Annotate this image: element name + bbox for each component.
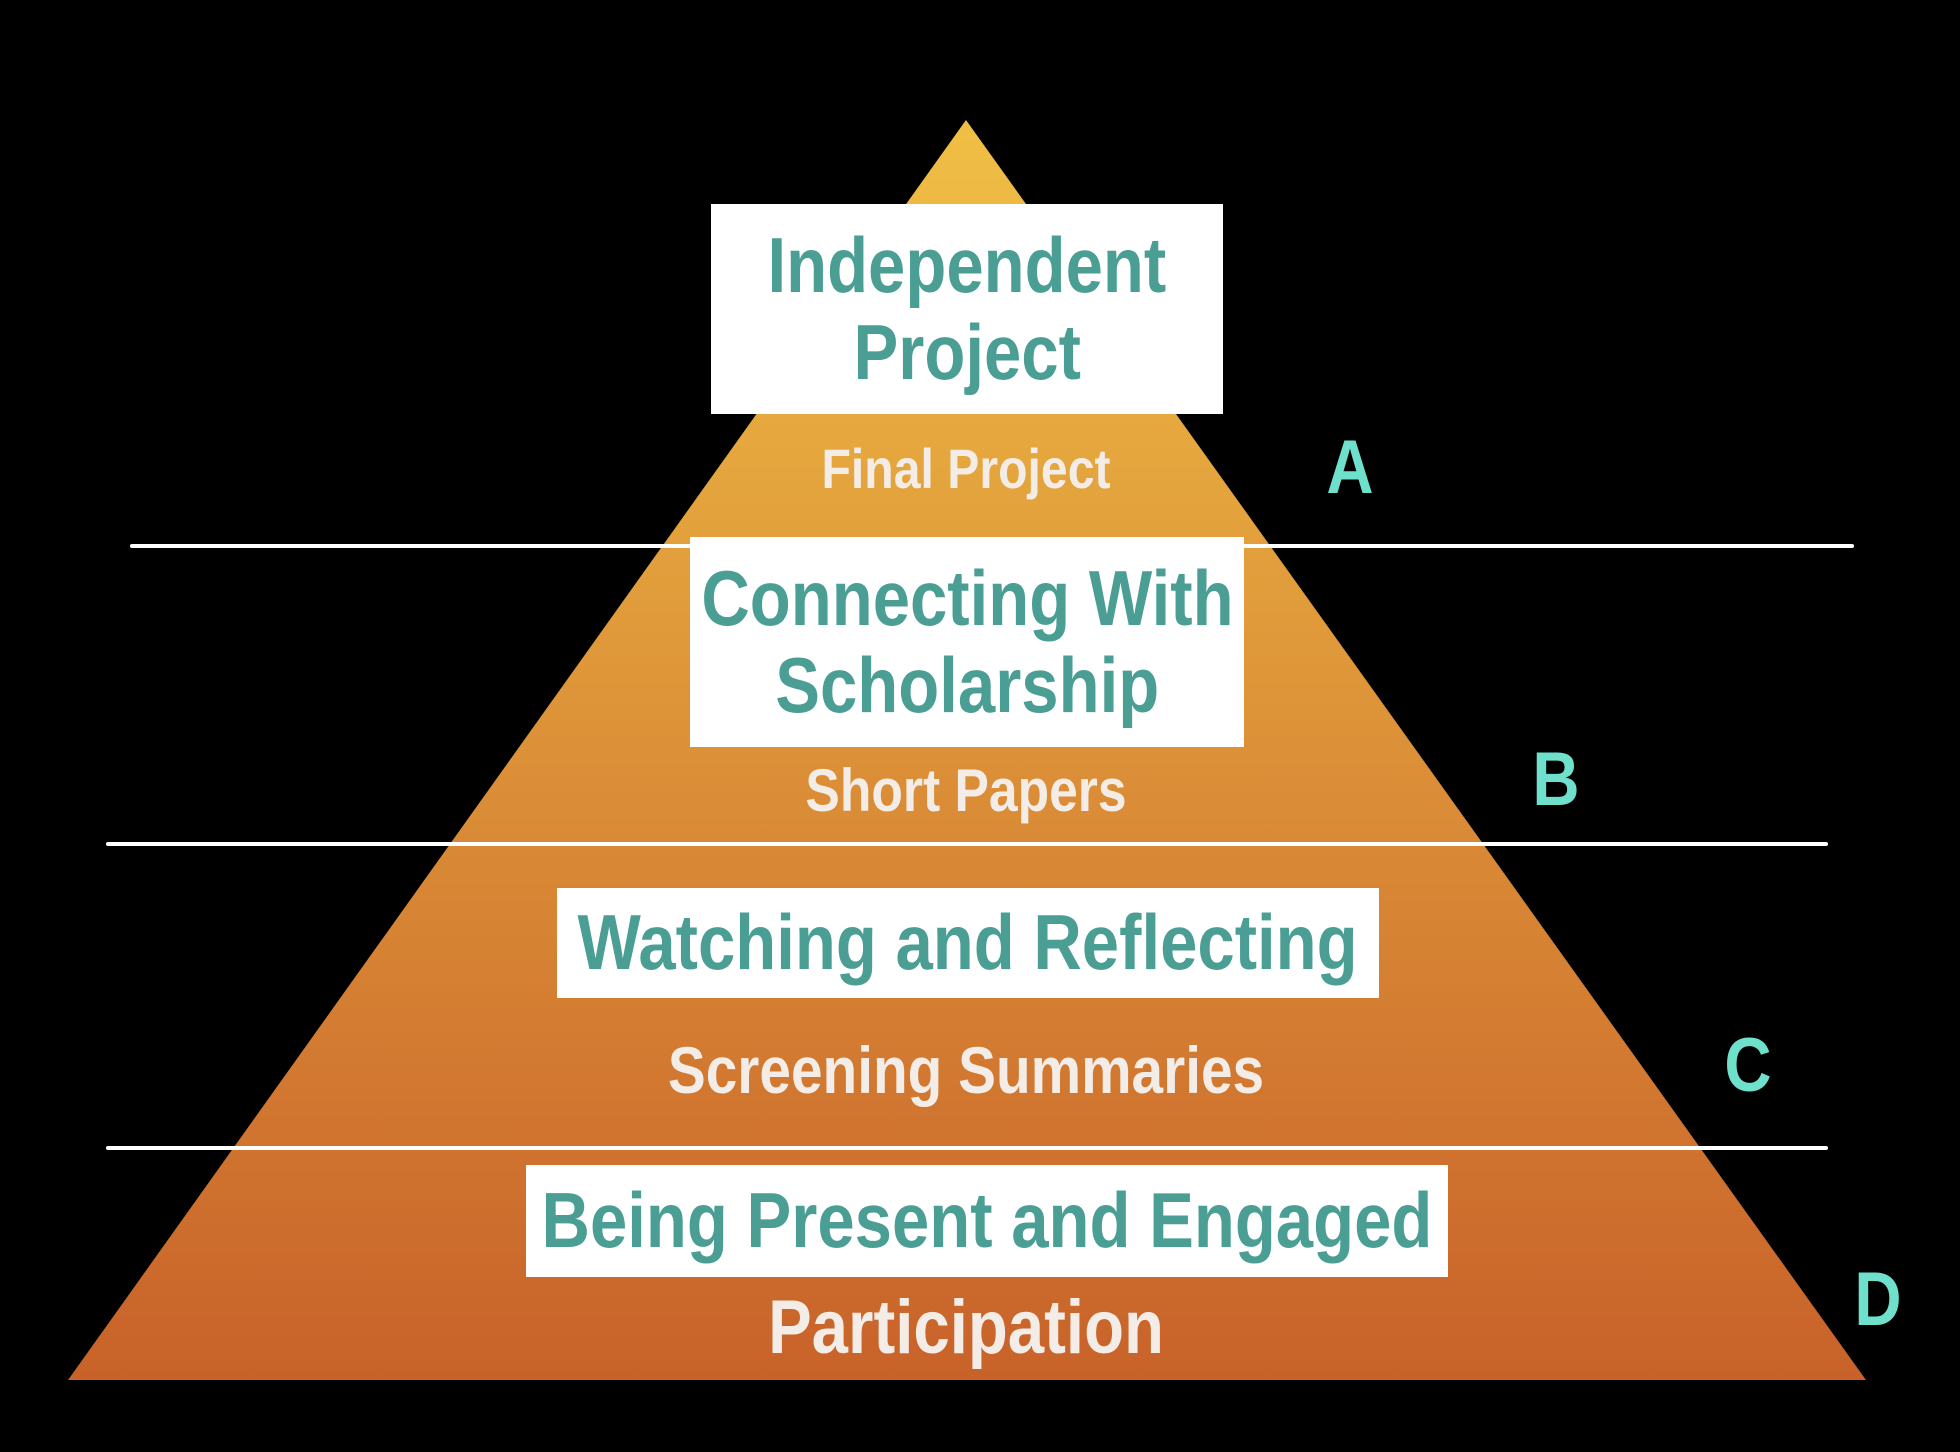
tier-a-subtitle: Final Project	[798, 436, 1134, 501]
grade-a-label: A	[1323, 424, 1378, 511]
grade-a-text: A	[1326, 425, 1374, 510]
grade-d-label: D	[1851, 1256, 1906, 1343]
tier-c-title-box: Watching and Reflecting	[557, 888, 1379, 998]
tier-b-subtitle: Short Papers	[779, 756, 1152, 825]
tier-d-subtitle: Participation	[736, 1284, 1196, 1371]
tier-c-subtitle: Screening Summaries	[619, 1032, 1312, 1108]
tier-d-title-line1: Being Present and Engaged	[541, 1176, 1433, 1265]
tier-a-title-box: Independent Project	[711, 204, 1223, 414]
tier-b-title-box: Connecting With Scholarship	[690, 537, 1244, 747]
grade-d-text: D	[1854, 1257, 1902, 1342]
tier-d-subtitle-text: Participation	[768, 1285, 1164, 1370]
grade-b-label: B	[1529, 736, 1584, 823]
pyramid-shape	[68, 120, 1866, 1380]
tier-b-title-line1: Connecting With	[700, 553, 1234, 642]
grade-b-text: B	[1532, 737, 1580, 822]
tier-c-title-line1: Watching and Reflecting	[577, 898, 1359, 987]
tier-a-subtitle-text: Final Project	[821, 437, 1111, 500]
grade-c-label: C	[1721, 1022, 1776, 1109]
tier-d-title-box: Being Present and Engaged	[526, 1165, 1448, 1277]
tier-b-title-line2: Scholarship	[775, 641, 1159, 729]
grade-c-text: C	[1724, 1023, 1772, 1108]
tier-a-title-line1: Independent	[767, 220, 1167, 309]
tier-a-title-line2: Project	[853, 308, 1081, 396]
tier-c-subtitle-text: Screening Summaries	[667, 1033, 1265, 1107]
tier-b-subtitle-text: Short Papers	[805, 757, 1127, 824]
